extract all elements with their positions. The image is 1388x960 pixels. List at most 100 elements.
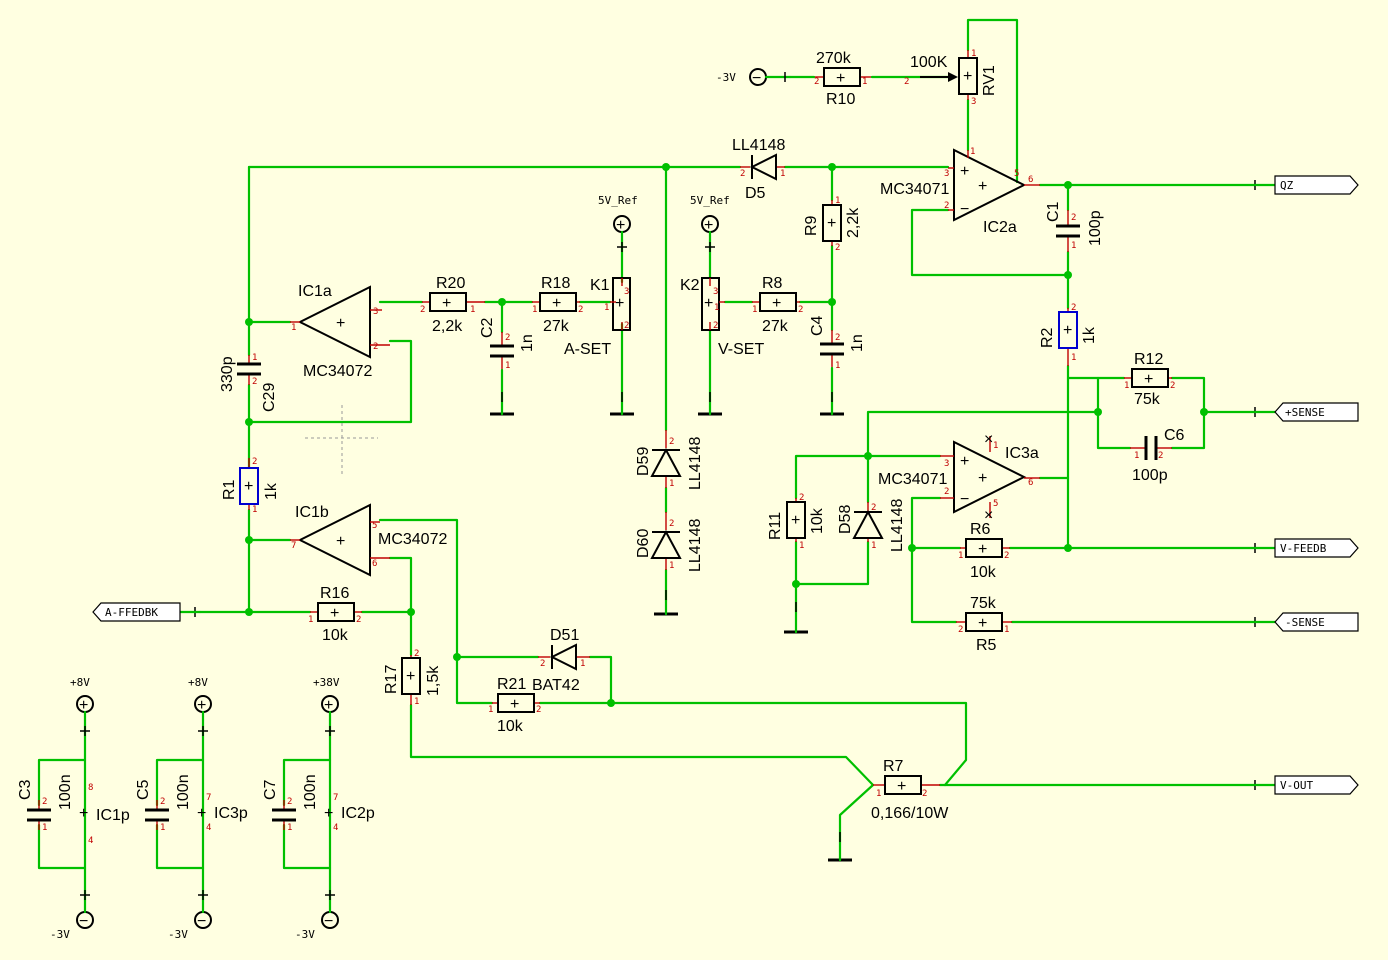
port-sense-plus[interactable]: +SENSE (1253, 402, 1359, 422)
opamp-ic1b[interactable]: + 756 IC1b MC34072 (290, 503, 447, 577)
svg-text:1: 1 (862, 77, 867, 87)
resistor-r2[interactable]: + 21 R2 1k (1039, 303, 1098, 366)
svg-text:+: + (836, 70, 845, 87)
svg-text:2: 2 (1004, 551, 1009, 561)
r8-value: 27k (762, 318, 789, 335)
r20-value: 2,2k (432, 318, 463, 335)
svg-text:+: + (978, 615, 987, 632)
r16-ref: R16 (320, 585, 349, 602)
svg-text:3: 3 (713, 287, 718, 297)
power-neg3v-ic3p: − -3V (168, 898, 212, 941)
svg-text:+: + (442, 295, 451, 312)
wires (37, 18, 1257, 902)
svg-text:1: 1 (799, 541, 804, 551)
svg-text:1: 1 (488, 705, 493, 715)
svg-text:1: 1 (42, 823, 47, 833)
c2-ref: C2 (479, 317, 496, 338)
resistor-r1[interactable]: + 21 R1 1k (221, 457, 280, 515)
diode-d58[interactable]: 21 D58 LL4148 (837, 499, 906, 552)
svg-text:+: + (897, 778, 906, 795)
capacitor-c3[interactable]: 21 C3 100n (17, 774, 74, 833)
capacitor-c7[interactable]: 21 C7 100n (262, 774, 319, 833)
potentiometer-rv1[interactable]: + 132 100K RV1 (904, 49, 998, 107)
svg-text:5V_Ref: 5V_Ref (690, 194, 730, 207)
svg-text:1: 1 (970, 147, 975, 157)
svg-text:2: 2 (798, 305, 803, 315)
svg-text:×: × (984, 431, 993, 448)
svg-text:+: + (244, 478, 253, 495)
opamp-ic3a[interactable]: + +− × × 32 615 IC3a MC34071 (878, 431, 1040, 524)
svg-text:3: 3 (944, 169, 949, 179)
svg-text:−: − (324, 913, 333, 930)
capacitor-c2[interactable]: 21 C2 1n (479, 317, 536, 402)
c3-ref: C3 (17, 779, 34, 800)
r11-value: 10k (809, 507, 826, 534)
diode-d60[interactable]: 21 D60 LL4148 (635, 512, 704, 572)
opamp-ic2a[interactable]: + +− 32 615 MC34071 IC2a (880, 147, 1040, 236)
svg-text:2: 2 (835, 243, 840, 253)
svg-text:4: 4 (206, 823, 211, 833)
svg-text:−: − (960, 201, 969, 218)
svg-text:+: + (79, 805, 88, 822)
capacitor-c5[interactable]: 21 C5 100n (135, 774, 192, 833)
capacitor-c29[interactable]: 12 330p C29 (219, 353, 278, 412)
svg-text:2: 2 (799, 493, 804, 503)
port-vout[interactable]: V-OUT (1253, 775, 1359, 795)
svg-text:2: 2 (713, 321, 718, 331)
svg-text:-3V: -3V (50, 928, 70, 941)
svg-text:+: + (79, 697, 88, 714)
svg-text:2: 2 (252, 457, 257, 467)
opamp-ic1a[interactable]: + 132 IC1a MC34072 (290, 283, 390, 380)
svg-text:2: 2 (904, 77, 909, 87)
port-qz[interactable]: QZ (1253, 175, 1359, 195)
resistor-r17[interactable]: + 21 R17 1,5k (383, 649, 442, 707)
d59-ref: D59 (635, 447, 652, 476)
port-sense-minus[interactable]: -SENSE (1253, 612, 1359, 632)
svg-text:2: 2 (740, 169, 745, 179)
svg-text:1: 1 (780, 169, 785, 179)
svg-text:−: − (752, 70, 761, 87)
capacitor-c1[interactable]: 21 C1 100p (1045, 201, 1104, 252)
connector-k2[interactable]: + 321 K2 V-SET (680, 277, 764, 358)
svg-text:4: 4 (88, 836, 93, 846)
svg-text:1: 1 (835, 361, 840, 371)
r16-value: 10k (322, 627, 349, 644)
connector-k1[interactable]: + 321 K1 A-SET (564, 277, 631, 358)
r2-ref: R2 (1039, 327, 1056, 348)
power-pos8v-ic3: + +8V (188, 676, 212, 722)
svg-text:2: 2 (669, 519, 674, 529)
svg-text:2: 2 (958, 625, 963, 635)
d60-ref: D60 (635, 529, 652, 558)
svg-text:2: 2 (669, 437, 674, 447)
svg-text:3: 3 (624, 287, 629, 297)
resistor-r11[interactable]: + 21 R11 10k (767, 493, 826, 551)
svg-text:2: 2 (287, 797, 292, 807)
r10-ref: R10 (826, 91, 855, 108)
svg-text:+: + (552, 295, 561, 312)
resistor-r9[interactable]: + 12 R9 2,2k (803, 196, 862, 253)
svg-text:2: 2 (373, 342, 378, 352)
power-pos38v-ic2: + +38V (313, 676, 340, 722)
power-neg3v-top: − -3V (716, 68, 792, 87)
svg-text:+: + (963, 68, 972, 85)
capacitor-c4[interactable]: 21 C4 1n (809, 315, 866, 402)
svg-text:+: + (978, 541, 987, 558)
r8-ref: R8 (762, 275, 783, 292)
port-a-ffedbk[interactable]: A-FFEDBK (92, 602, 202, 622)
r2-value: 1k (1081, 326, 1098, 344)
power-5vref-k1: + 5V_Ref (598, 194, 638, 242)
port-vfeedb[interactable]: V-FEEDB (1253, 538, 1359, 558)
diode-d59[interactable]: 21 D59 LL4148 (635, 430, 704, 490)
